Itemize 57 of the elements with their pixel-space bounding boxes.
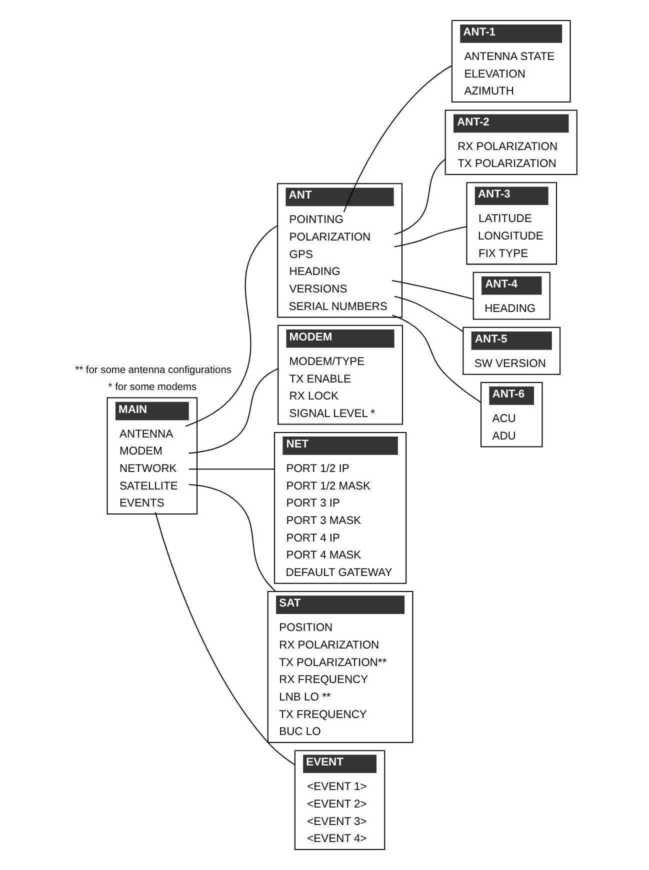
node-text: TX POLARIZATION (457, 158, 556, 170)
connector (394, 226, 466, 248)
connector (188, 484, 276, 592)
node-text: POSITION (278, 622, 332, 634)
label: ** for some antenna configurations (74, 364, 231, 376)
node-text: SERIAL NUMBERS (288, 300, 387, 313)
node-text: GPS (288, 248, 312, 261)
node-text: LONGITUDE (477, 230, 543, 243)
node-text: PORT 4 MASK (286, 550, 361, 562)
node-text: PORT 1/2 MASK (286, 480, 370, 492)
node-text: RX LOCK (288, 390, 338, 403)
node-text: PORT 3 IP (286, 498, 340, 510)
node-text: HEADING (288, 266, 340, 278)
connector (154, 512, 295, 766)
connector (188, 468, 274, 470)
node-text: LNB LO ** (278, 691, 330, 704)
node-text: LATITUDE (478, 213, 532, 226)
node-text: FIX TYPE (478, 248, 528, 260)
node-text: <EVENT 1> (306, 781, 366, 794)
node-text: RX POLARIZATION (457, 140, 558, 153)
node-text: HEADING (484, 302, 536, 315)
node-text: MODEM (119, 446, 162, 458)
connector (188, 368, 278, 454)
label: * for some modems (108, 382, 196, 394)
node-text: TX ENABLE (288, 373, 350, 386)
connector (394, 296, 463, 332)
node-text: NETWORK (119, 463, 176, 476)
node-text: POINTING (288, 214, 343, 226)
node-text: RX POLARIZATION (278, 639, 379, 652)
node-text: <EVENT 2> (306, 798, 366, 811)
node-text: AZIMUTH (464, 86, 514, 98)
node-text: EVENTS (119, 498, 164, 510)
node-text: ACU (492, 413, 516, 426)
node-text: VERSIONS (288, 284, 347, 296)
node-text: ANTENNA (119, 428, 173, 440)
node-text: TX POLARIZATION** (278, 656, 386, 669)
node-text: SATELLITE (119, 480, 178, 492)
node-text: BUC LO (278, 726, 320, 738)
node-text: ADU (492, 430, 516, 442)
node-text: <EVENT 4> (306, 833, 366, 846)
node-text: ANTENNA STATE (464, 51, 554, 64)
node-text: DEFAULT GATEWAY (285, 567, 392, 580)
node-text: TX FREQUENCY (278, 708, 366, 721)
node-text: POLARIZATION (288, 232, 370, 244)
node-text: <EVENT 3> (306, 816, 366, 828)
node-text: PORT 3 MASK (286, 515, 361, 528)
connector (391, 280, 473, 300)
connector (184, 225, 278, 427)
node-text: PORT 4 IP (286, 532, 340, 544)
connector (392, 314, 481, 403)
node-text: MODEM/TYPE (288, 356, 364, 368)
connector (394, 158, 446, 235)
node-text: SW VERSION (474, 358, 546, 370)
node-text: PORT 1/2 IP (286, 463, 349, 476)
node-text: SIGNAL LEVEL * (288, 408, 375, 420)
node-text: RX FREQUENCY (278, 674, 368, 686)
node-text: ELEVATION (464, 68, 525, 80)
